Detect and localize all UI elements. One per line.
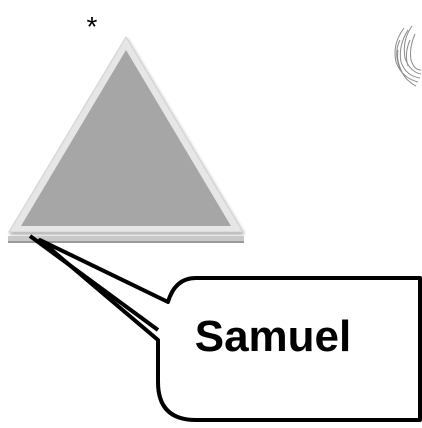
triangle-shape (9, 37, 243, 232)
speech-bubble: Samuel (30, 236, 420, 420)
sketch-drawing (395, 26, 421, 86)
speech-bubble-tail-line (30, 236, 158, 330)
triangle-fill (21, 50, 231, 226)
speech-bubble-label: Samuel (195, 312, 352, 361)
asterisk-marker: * (87, 11, 98, 42)
